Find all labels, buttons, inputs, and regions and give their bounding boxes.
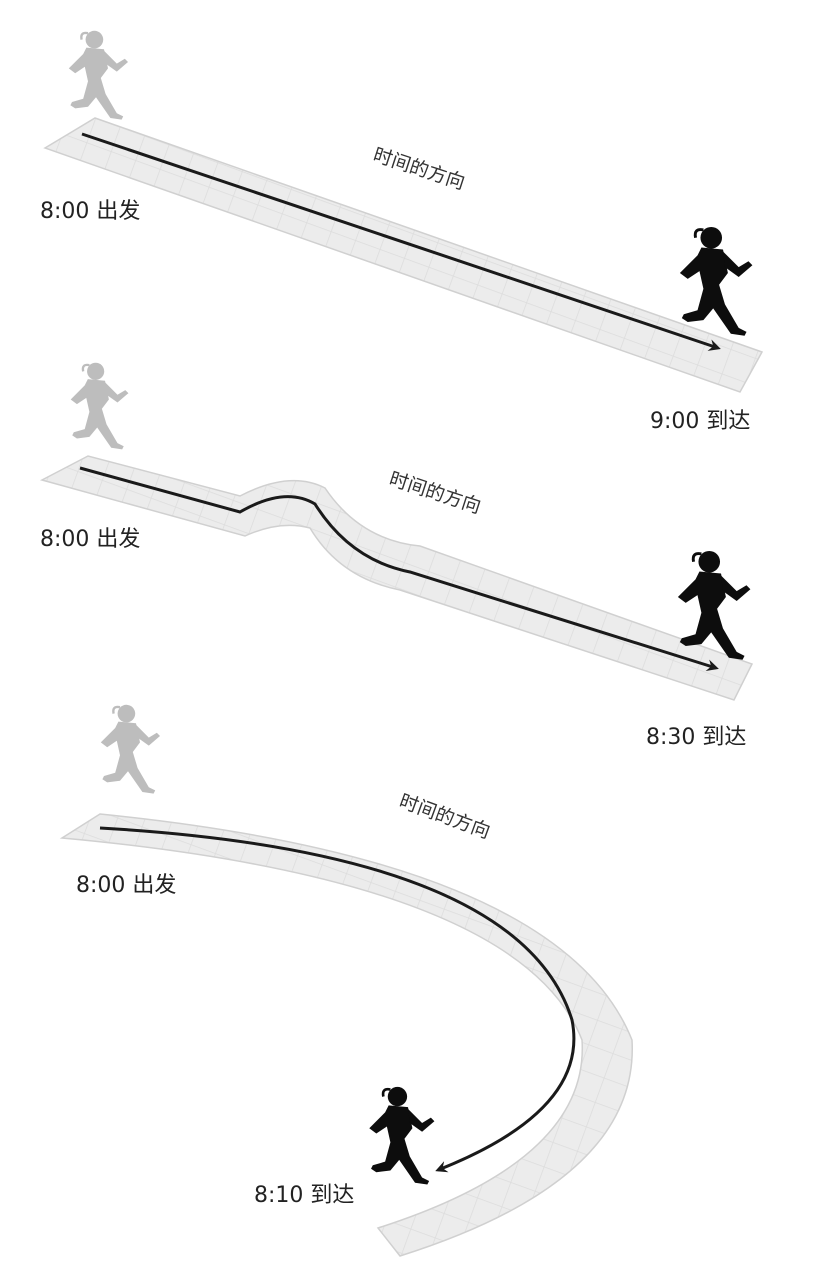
- time-direction-label: 时间的方向: [396, 790, 493, 843]
- panel-curve: 时间的方向 8:00 出发 8:10 到达: [59, 703, 633, 1257]
- start-time-label: 8:00 出发: [40, 199, 140, 224]
- time-arrow: [99, 826, 576, 1173]
- time-direction-label: 时间的方向: [370, 144, 467, 194]
- time-arrow: [79, 466, 719, 672]
- curve-walkway: [59, 813, 633, 1257]
- start-runner-icon: [99, 703, 162, 795]
- time-arrow: [81, 132, 721, 351]
- end-runner-icon: [367, 1085, 436, 1186]
- wave-walkway: [39, 455, 754, 701]
- end-runner-icon: [678, 225, 754, 338]
- end-runner-icon: [676, 549, 752, 662]
- arrival-time-label: 9:00 到达: [650, 409, 750, 434]
- arrival-time-label: 8:30 到达: [646, 725, 746, 750]
- time-direction-label: 时间的方向: [386, 468, 483, 518]
- panel-straight: 时间的方向 8:00 出发 9:00 到达: [40, 29, 764, 434]
- start-runner-icon: [67, 29, 130, 121]
- start-time-label: 8:00 出发: [40, 527, 140, 552]
- panel-wave: 时间的方向 8:00 出发 8:30 到达: [39, 361, 754, 750]
- straight-walkway: [43, 117, 764, 393]
- start-runner-icon: [69, 361, 130, 451]
- arrival-time-label: 8:10 到达: [254, 1183, 354, 1208]
- start-time-label: 8:00 出发: [76, 873, 176, 898]
